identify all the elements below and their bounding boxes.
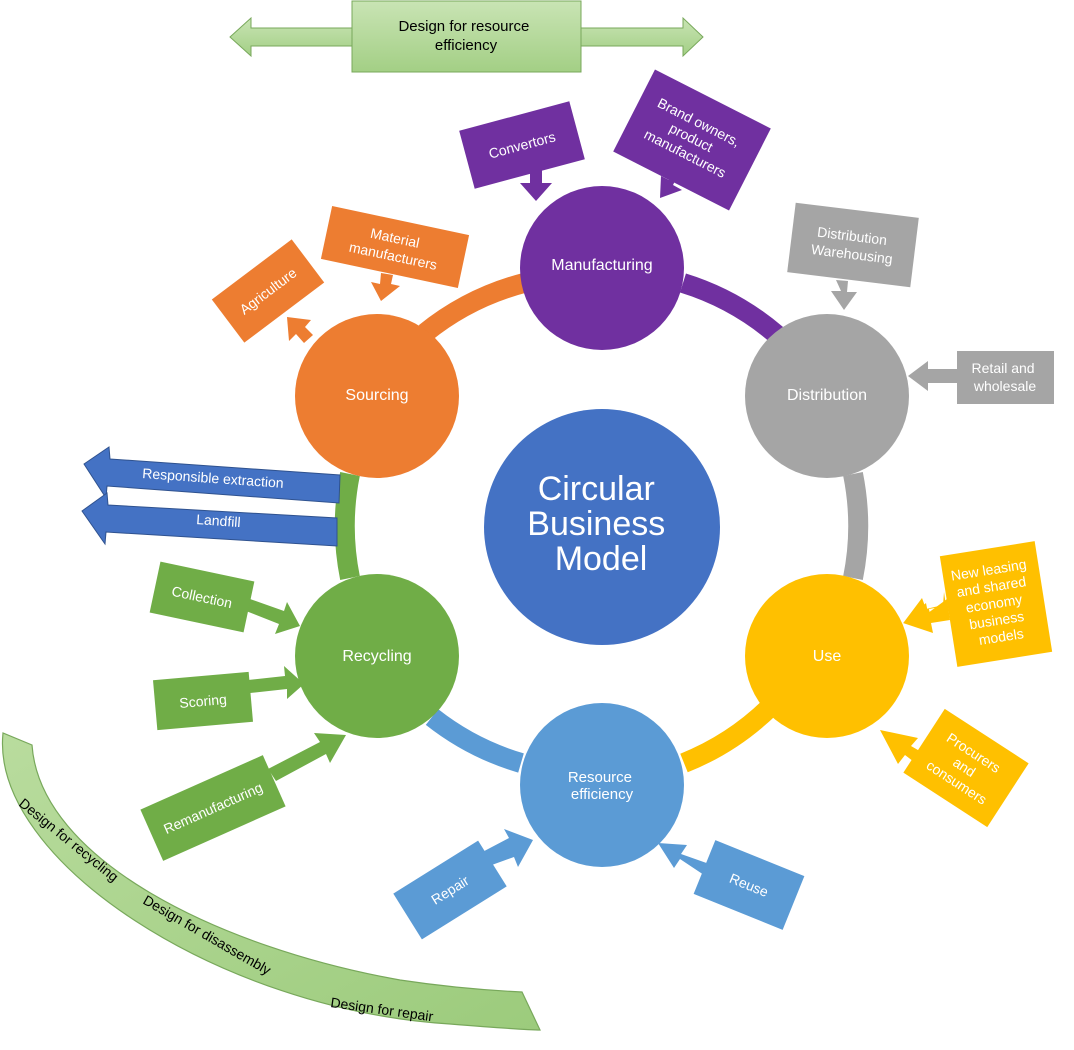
stage-distribution: Distribution (745, 314, 909, 478)
arc-recycling-sourcing (334, 472, 360, 580)
design-resource-efficiency-line2: efficiency (435, 37, 498, 54)
brand-owners-callout: Brand owners, product manufacturers (613, 69, 771, 211)
sourcing-label: Sourcing (345, 387, 408, 404)
stage-manufacturing: Manufacturing (520, 186, 684, 350)
repair-callout: Repair (393, 829, 533, 940)
recycling-label: Recycling (342, 648, 411, 665)
convertors-callout: Convertors (459, 101, 585, 201)
resource-efficiency-line2: efficiency (571, 786, 634, 803)
landfill-arrow (81, 492, 338, 547)
reuse-callout: Reuse (658, 840, 805, 930)
design-resource-efficiency-arrow: Design for resource efficiency (229, 0, 704, 73)
stage-recycling: Recycling (295, 574, 459, 738)
arc-distribution-use (843, 472, 869, 580)
retail-wholesale-callout: Retail and wholesale (908, 351, 1054, 404)
new-leasing-callout: New leasing and shared economy business … (903, 541, 1053, 667)
material-manufacturers-callout: Material manufacturers (320, 206, 470, 301)
arc-manufacturing-distribution (679, 273, 784, 343)
agriculture-callout: Agriculture (211, 239, 325, 343)
landfill-label: Landfill (196, 511, 241, 530)
stage-sourcing: Sourcing (295, 314, 459, 478)
new-leasing-line5: models (978, 625, 1025, 648)
scoring-label: Scoring (179, 691, 228, 711)
stage-use: Use (745, 574, 909, 738)
svg-text:Retail and wholesale: Retail and wholesale (972, 360, 1039, 394)
procurers-callout: Procurers and consumers (880, 708, 1029, 828)
remanufacturing-callout: Remanufacturing (140, 733, 346, 861)
svg-text:Circular Business: Circular Business Model (527, 470, 674, 578)
svg-text:Resource efficiency: Resource efficiency (568, 769, 636, 803)
design-band-shape (1, 732, 541, 1031)
resource-efficiency-line1: Resource (568, 769, 632, 786)
stage-resource-efficiency: Resource efficiency (520, 703, 684, 867)
distribution-warehousing-callout: Distribution Warehousing (787, 202, 919, 310)
svg-text:Design for resource effi: Design for resource efficiency (398, 18, 533, 54)
center-circular-business-model: Circular Business Model (484, 409, 720, 645)
design-for-recycling-label: Design for recycling (16, 795, 122, 885)
manufacturing-label: Manufacturing (551, 257, 652, 274)
arc-sourcing-manufacturing (418, 273, 527, 341)
ring-arcs (334, 273, 869, 773)
collection-callout: Collection (149, 561, 300, 634)
center-line1: Circular (538, 470, 655, 508)
outflow-arrows: Responsible extraction Landfill (81, 446, 341, 547)
retail-wholesale-line2: wholesale (973, 378, 1036, 394)
retail-wholesale-line1: Retail and (972, 360, 1035, 376)
center-line2: Business (527, 505, 665, 543)
arc-use-resource-efficiency (680, 700, 776, 773)
use-label: Use (813, 648, 842, 665)
distribution-label: Distribution (787, 387, 867, 404)
arc-resource-efficiency-recycling (425, 709, 524, 773)
scoring-callout: Scoring (153, 666, 304, 731)
design-resource-efficiency-line1: Design for resource (398, 18, 529, 35)
center-line3: Model (555, 540, 648, 578)
